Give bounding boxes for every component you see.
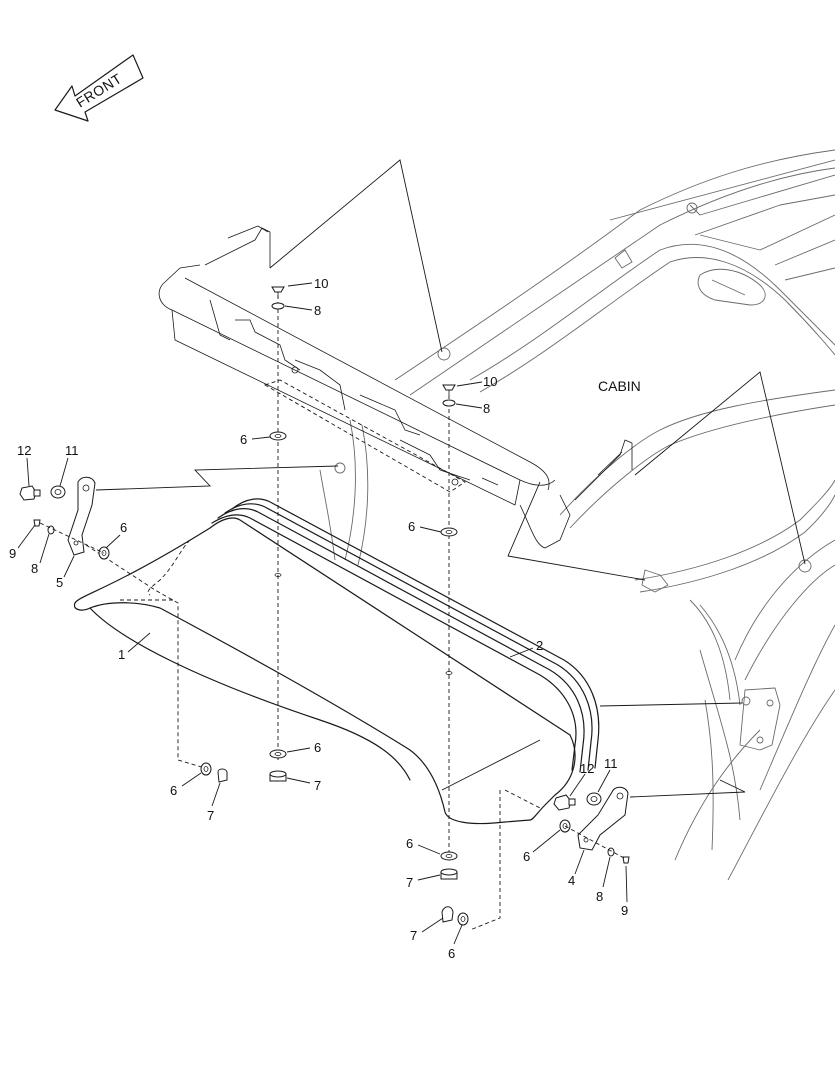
callout-5: 5: [56, 575, 63, 590]
callout-7-lower-left: 7: [207, 808, 214, 823]
callout-8-upper-right: 8: [483, 401, 490, 416]
callout-6-lower-left: 6: [170, 783, 177, 798]
upper-left-fasteners: [269, 286, 287, 782]
weather-strip: [211, 498, 600, 773]
callout-9-left: 9: [9, 546, 16, 561]
callout-7-lower-center: 7: [314, 778, 321, 793]
right-bracket-group: [553, 786, 630, 864]
callout-12-right: 12: [580, 761, 594, 776]
reference-lines: [95, 159, 806, 798]
sunshade-panel: [73, 517, 576, 825]
callout-8-upper-left: 8: [314, 303, 321, 318]
callout-6-left: 6: [120, 520, 127, 535]
callout-7-lower-right-a: 7: [406, 875, 413, 890]
callout-6-right: 6: [523, 849, 530, 864]
callout-7-lower-right-b: 7: [410, 928, 417, 943]
lower-left-fasteners: [200, 762, 228, 783]
callout-12-left: 12: [17, 443, 31, 458]
callout-9-right: 9: [621, 903, 628, 918]
upper-right-fasteners: [440, 384, 458, 880]
callout-4: 4: [568, 873, 575, 888]
callout-10-upper-left: 10: [314, 276, 328, 291]
callout-10-upper-right: 10: [483, 374, 497, 389]
lower-right-fasteners: [441, 906, 469, 926]
callout-6-lower-right-b: 6: [448, 946, 455, 961]
callout-11-left: 11: [65, 443, 79, 458]
callout-8-left: 8: [31, 561, 38, 576]
callout-labels: 10 8 6 10 8 6 CABIN 12 11 9 8 5 6 1 2 6 …: [9, 276, 641, 961]
callout-2: 2: [536, 638, 543, 653]
callout-6-upper-left: 6: [240, 432, 247, 447]
front-arrow-icon: FRONT: [54, 54, 144, 122]
callout-8-right: 8: [596, 889, 603, 904]
upper-bracket: [158, 225, 633, 549]
callout-6-upper-right: 6: [408, 519, 415, 534]
cabin-label: CABIN: [598, 378, 641, 394]
fastener-axes: [85, 295, 541, 931]
cabin-structure: [319, 149, 835, 881]
left-bracket-group: [19, 476, 110, 560]
callout-6-lower-right-a: 6: [406, 836, 413, 851]
callout-6-lower-center: 6: [314, 740, 321, 755]
callout-11-right: 11: [604, 756, 618, 771]
callout-leaders: [17, 282, 628, 945]
callout-1: 1: [118, 647, 125, 662]
